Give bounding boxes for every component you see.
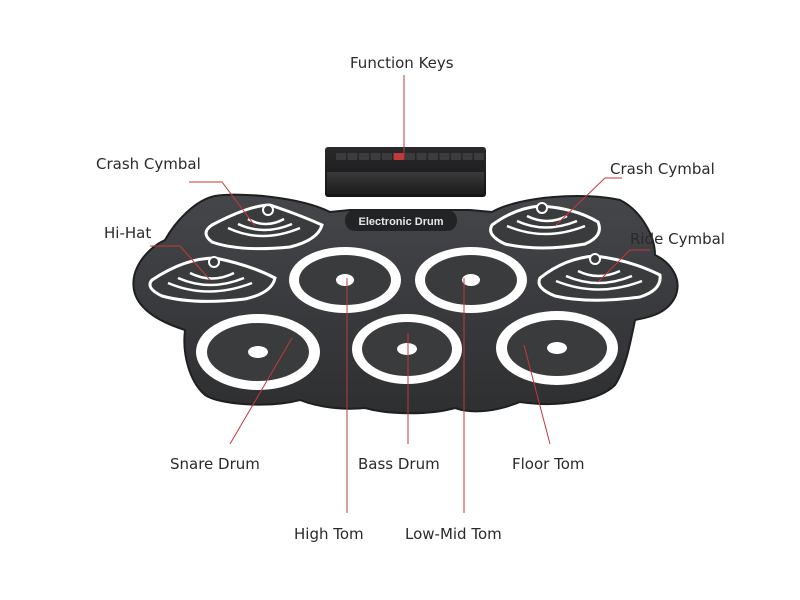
function-key-button[interactable] <box>382 153 392 160</box>
hi-hat-label: Hi-Hat <box>104 224 152 242</box>
hi-hat-pad[interactable] <box>148 256 277 303</box>
function-key-button[interactable] <box>370 153 381 160</box>
crash-right-leader <box>554 177 622 227</box>
function-keys-label: Function Keys <box>350 54 454 72</box>
function-key-button[interactable] <box>428 153 438 160</box>
bass-drum-pad[interactable] <box>352 314 462 384</box>
bass-drum-label: Bass Drum <box>358 455 440 473</box>
function-key-button[interactable] <box>439 153 450 160</box>
high-tom-label: High Tom <box>294 525 364 543</box>
crash-cymbal-right-label: Crash Cymbal <box>610 160 715 178</box>
function-key-panel <box>325 147 486 197</box>
crash-left-leader <box>189 181 256 227</box>
snare-leader <box>229 337 293 445</box>
ride-leader <box>597 249 650 283</box>
function-key-button[interactable] <box>462 153 473 160</box>
leader-lines <box>150 75 650 513</box>
function-key-button[interactable] <box>359 153 369 160</box>
ride-cymbal-pad[interactable] <box>537 253 662 302</box>
low-mid-tom-label: Low-Mid Tom <box>405 525 502 543</box>
function-key-button[interactable] <box>405 153 415 160</box>
crash-cymbal-left-pad[interactable] <box>204 203 324 251</box>
function-key-button[interactable] <box>416 153 427 160</box>
snare-drum-pad[interactable] <box>196 314 320 390</box>
brand-label: Electronic Drum <box>359 216 444 228</box>
floor-tom-label: Floor Tom <box>512 455 585 473</box>
function-key-button[interactable] <box>347 153 358 160</box>
function-key-button[interactable] <box>451 153 461 160</box>
low-mid-tom-pad[interactable] <box>415 247 527 313</box>
function-key-button[interactable] <box>474 153 484 160</box>
hi-hat-leader <box>150 245 211 281</box>
floor-tom-pad[interactable] <box>496 311 618 385</box>
function-key-button[interactable] <box>336 153 346 160</box>
floor-leader <box>523 344 551 445</box>
crash-cymbal-left-label: Crash Cymbal <box>96 155 201 173</box>
function-key-button[interactable] <box>393 153 404 160</box>
high-tom-pad[interactable] <box>289 247 401 313</box>
snare-drum-label: Snare Drum <box>170 455 260 473</box>
brand-plate: Electronic Drum <box>345 210 457 231</box>
ride-cymbal-label: Ride Cymbal <box>630 230 725 248</box>
